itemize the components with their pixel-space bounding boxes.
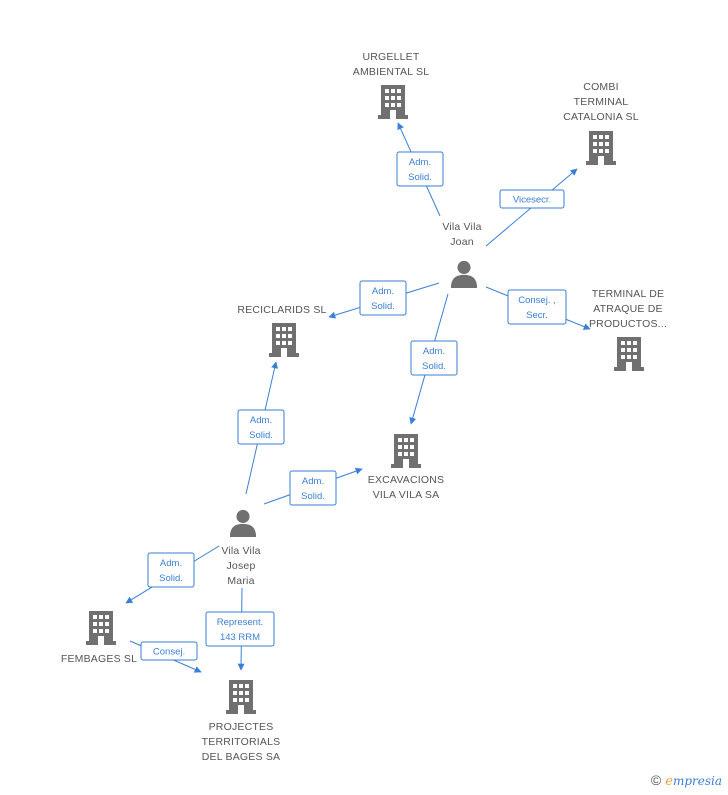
node-label: DEL BAGES SA <box>202 751 280 763</box>
edge-label-text: Adm. <box>409 157 431 168</box>
building-icon <box>614 337 644 371</box>
edge-label-box <box>205 611 275 647</box>
copyright-symbol: © <box>650 772 662 788</box>
edge-label[interactable]: Consej. <box>140 641 198 661</box>
edge-label-text: Solid. <box>301 491 325 502</box>
edge-label-box <box>507 289 567 325</box>
node-urgellet[interactable]: URGELLET AMBIENTAL SL <box>353 51 430 119</box>
edge-label-box <box>410 340 458 376</box>
edge-label-text: Solid. <box>408 172 432 183</box>
node-label: PRODUCTOS... <box>589 318 667 330</box>
edge-label-text: 143 RRM <box>220 632 260 643</box>
edge-label-box <box>289 470 337 506</box>
edge-label[interactable]: Represent. 143 RRM <box>205 611 275 647</box>
node-layer: URGELLET AMBIENTAL SL COMBI TERMINAL CATALON… <box>61 51 667 763</box>
edge-label[interactable]: Adm. Solid. <box>147 552 195 588</box>
edge-fembages-projectes: Consej. <box>129 640 202 673</box>
edge-label-text: Represent. <box>217 617 263 628</box>
person-icon <box>229 509 257 537</box>
edge-label[interactable]: Consej. , Secr. <box>507 289 567 325</box>
node-label: COMBI <box>583 81 618 93</box>
edge-label[interactable]: Adm. Solid. <box>237 409 285 445</box>
edge-label[interactable]: Vicesecr. <box>499 189 565 209</box>
edge-label-box <box>396 151 444 187</box>
edge-label-text: Solid. <box>159 573 183 584</box>
edge-label-box <box>499 189 565 209</box>
node-label: AMBIENTAL SL <box>353 66 430 78</box>
node-label: CATALONIA SL <box>563 111 639 123</box>
node-label: TERMINAL <box>574 96 629 108</box>
building-icon <box>378 85 408 119</box>
brand-initial: e <box>665 774 673 789</box>
node-label: TERRITORIALS <box>202 736 281 748</box>
edge-joan-terminal: Consej. , Secr. <box>485 286 591 330</box>
building-icon <box>391 434 421 468</box>
edge-label-text: Consej. , <box>518 295 556 306</box>
node-label: TERMINAL DE <box>592 288 664 300</box>
edge-label-text: Secr. <box>526 310 548 321</box>
edge-label-box <box>147 552 195 588</box>
edge-label-text: Solid. <box>422 361 446 372</box>
node-label: EXCAVACIONS <box>368 474 445 486</box>
node-label: PROJECTES <box>209 721 274 733</box>
building-icon <box>269 323 299 357</box>
building-icon <box>226 680 256 714</box>
person-icon <box>450 260 478 288</box>
node-terminal[interactable]: TERMINAL DE ATRAQUE DE PRODUCTOS... <box>589 288 667 371</box>
edge-josep-fembages: Adm. Solid. <box>125 545 220 604</box>
edge-label[interactable]: Adm. Solid. <box>359 280 407 316</box>
edge-label-text: Adm. <box>160 558 182 569</box>
building-icon <box>86 611 116 645</box>
edge-label-text: Adm. <box>250 415 272 426</box>
edge-joan-reciclarids: Adm. Solid. <box>328 280 440 319</box>
node-label: Josep <box>226 560 255 572</box>
node-label: Vila Vila <box>221 545 260 557</box>
edge-josep-projectes: Represent. 143 RRM <box>205 587 275 671</box>
edge-label-text: Solid. <box>371 301 395 312</box>
node-label: Maria <box>227 575 254 587</box>
edge-josep-excavacions: Adm. Solid. <box>263 467 363 506</box>
node-label: URGELLET <box>362 51 419 63</box>
edge-label-text: Adm. <box>302 476 324 487</box>
brand-watermark: ©empresia <box>651 772 722 789</box>
node-label: ATRAQUE DE <box>593 303 662 315</box>
edge-label[interactable]: Adm. Solid. <box>396 151 444 187</box>
edge-joan-urgellet: Adm. Solid. <box>396 122 444 217</box>
edge-label-text: Vicesecr. <box>513 195 551 206</box>
edge-label-text: Solid. <box>249 430 273 441</box>
edge-layer: Adm. Solid. Vicesecr. Consej. , Secr. Adm. Sol… <box>125 122 591 673</box>
node-combi[interactable]: COMBI TERMINAL CATALONIA SL <box>563 81 639 165</box>
node-label: Joan <box>450 236 474 248</box>
node-excavacions[interactable]: EXCAVACIONS VILA VILA SA <box>368 434 445 501</box>
edge-label[interactable]: Adm. Solid. <box>410 340 458 376</box>
edge-label-text: Adm. <box>423 346 445 357</box>
node-projectes[interactable]: PROJECTES TERRITORIALS DEL BAGES SA <box>202 680 281 763</box>
node-label: VILA VILA SA <box>373 489 440 501</box>
edge-label-box <box>140 641 198 661</box>
edge-label-box <box>237 409 285 445</box>
node-label: FEMBAGES SL <box>61 653 137 665</box>
edge-joan-excavacions: Adm. Solid. <box>409 293 458 425</box>
edge-label-text: Adm. <box>372 286 394 297</box>
building-icon <box>586 131 616 165</box>
edge-label[interactable]: Adm. Solid. <box>289 470 337 506</box>
brand-name: mpresia <box>672 774 722 788</box>
node-label: RECICLARIDS SL <box>237 304 326 316</box>
edge-label-box <box>359 280 407 316</box>
node-reciclarids[interactable]: RECICLARIDS SL <box>237 304 326 357</box>
edge-joan-combi: Vicesecr. <box>485 168 578 247</box>
edge-josep-reciclarids: Adm. Solid. <box>237 361 285 495</box>
edge-label-text: Consej. <box>153 647 185 658</box>
node-label: Vila Vila <box>442 221 481 233</box>
node-fembages[interactable]: FEMBAGES SL <box>61 611 137 665</box>
